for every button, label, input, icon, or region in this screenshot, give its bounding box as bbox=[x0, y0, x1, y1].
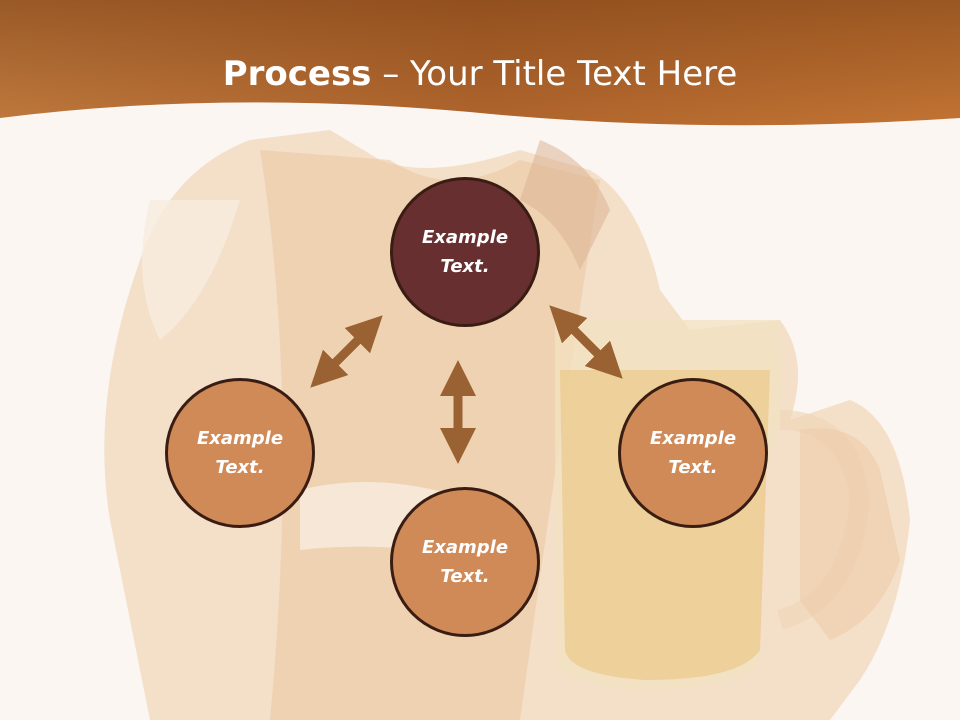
node-label-line1: Example bbox=[421, 227, 509, 248]
node-label-line2: Text. bbox=[440, 566, 490, 587]
node-label-line2: Text. bbox=[440, 256, 490, 277]
node-label-line1: Example bbox=[421, 537, 509, 558]
header-banner bbox=[0, 0, 960, 126]
node-label-line1: Example bbox=[196, 428, 284, 449]
slide-title: Process – Your Title Text Here bbox=[0, 52, 960, 96]
node-label-line1: Example bbox=[649, 428, 737, 449]
title-rest: – Your Title Text Here bbox=[371, 54, 738, 94]
node-label-line2: Text. bbox=[215, 457, 265, 478]
node-label-line2: Text. bbox=[668, 457, 718, 478]
title-bold: Process bbox=[222, 54, 372, 94]
